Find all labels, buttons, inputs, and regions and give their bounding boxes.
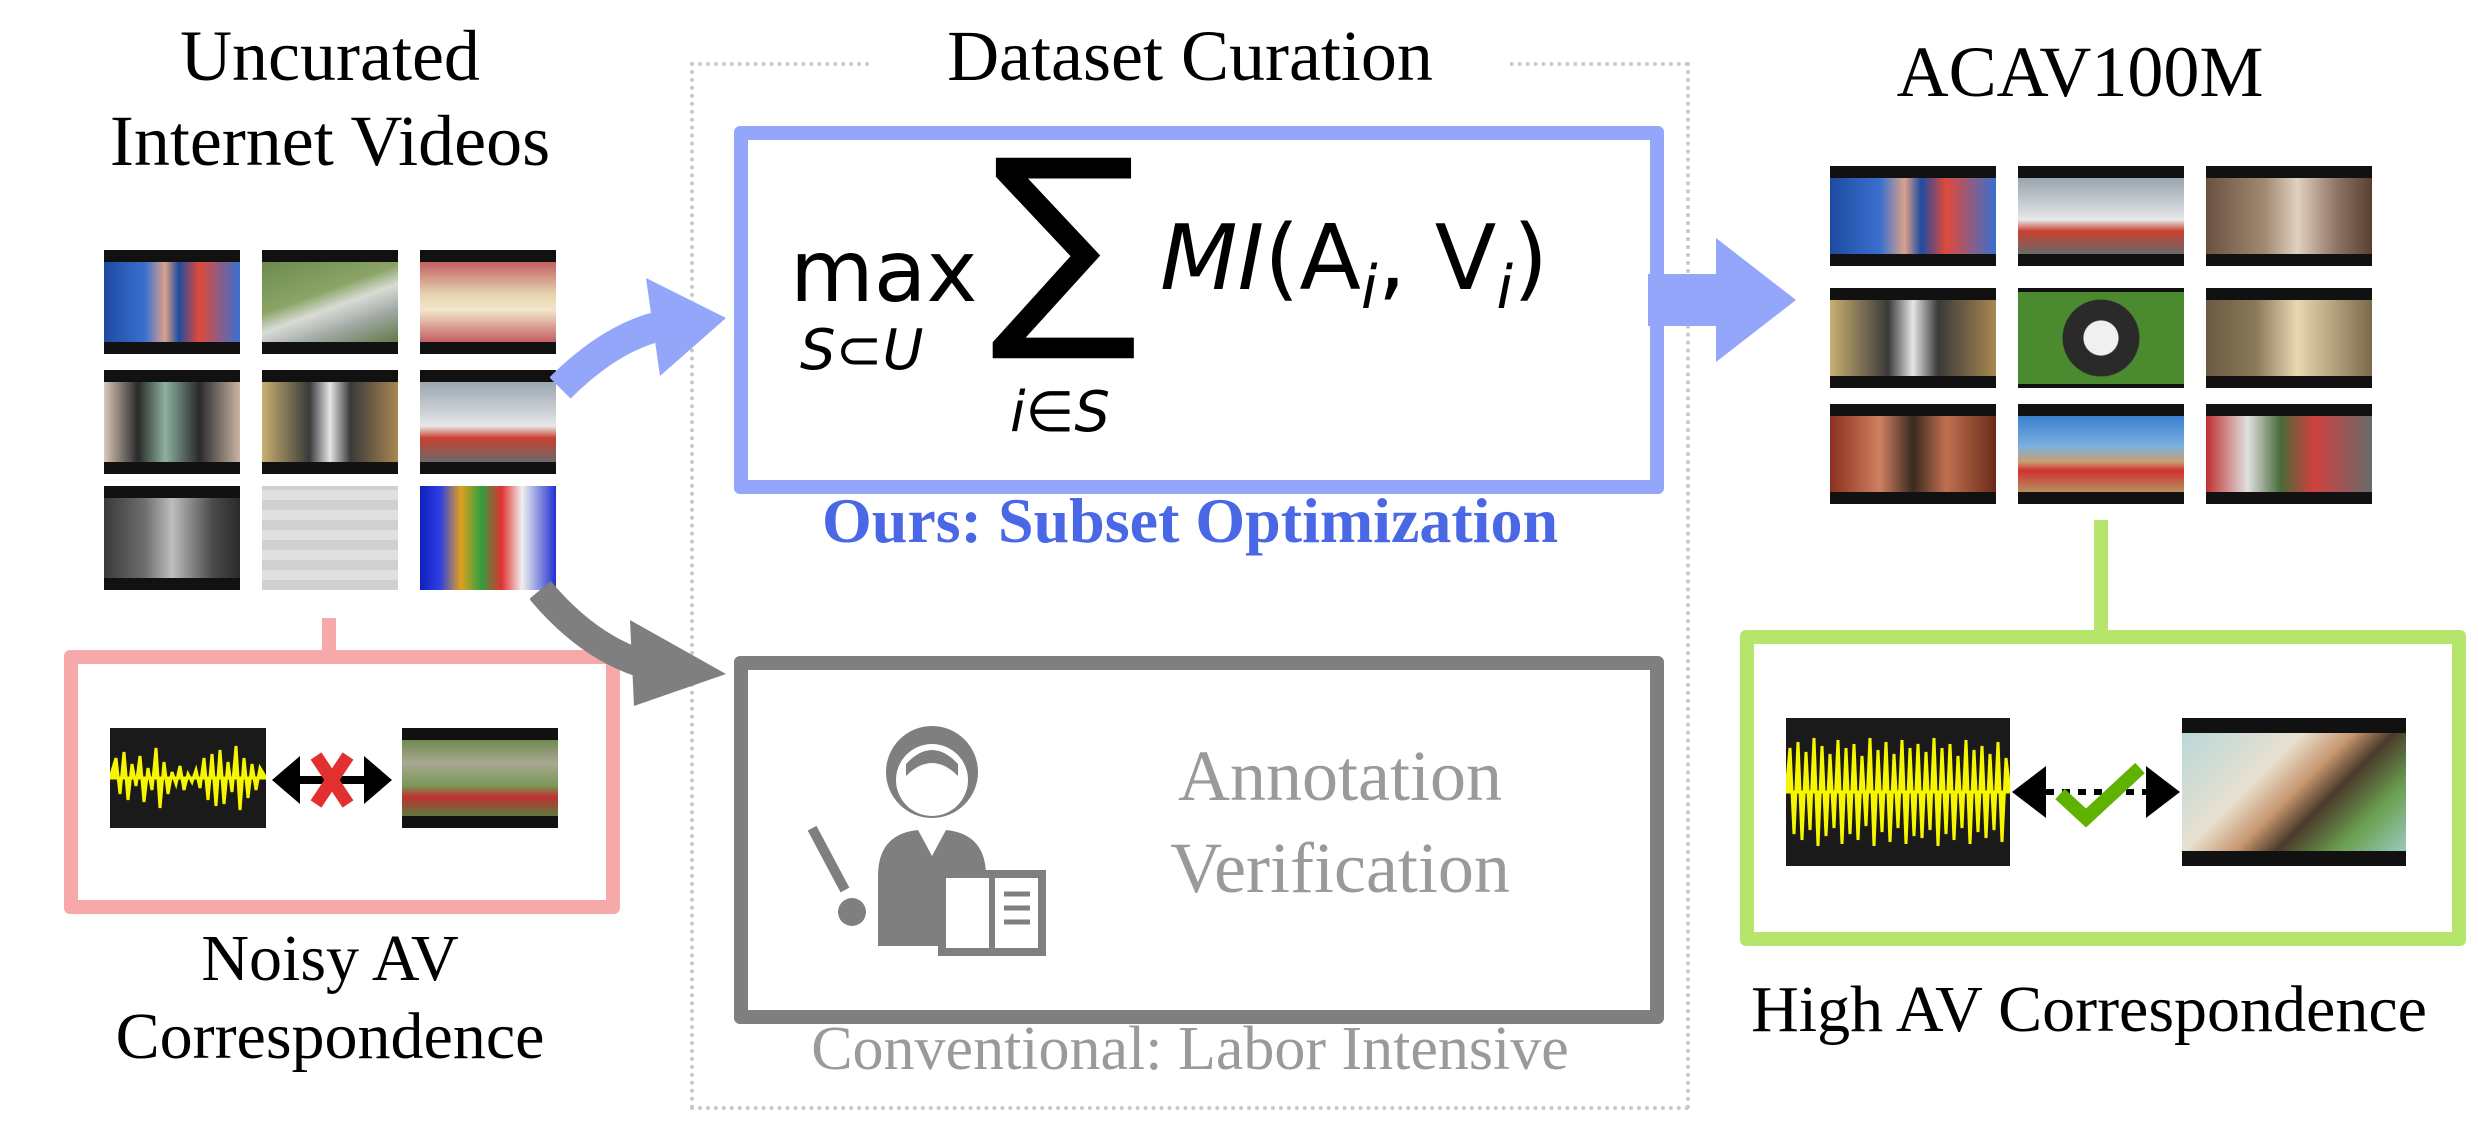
check-icon <box>2055 762 2145 828</box>
left-title: Uncurated Internet Videos <box>40 14 620 184</box>
formula-sum-subscript: i∈S <box>1010 380 1110 445</box>
curated-video-thumbnail <box>1830 166 1996 266</box>
clean-video-frame <box>2182 718 2406 866</box>
noisy-video-frame <box>402 728 558 828</box>
video-thumbnail <box>262 370 398 474</box>
noisy-waveform <box>110 728 266 828</box>
curated-video-thumbnail <box>2018 166 2184 266</box>
formula-body: MI(Ai, Vi) <box>1160 206 1548 323</box>
right-caption: High AV Correspondence <box>1751 973 2427 1046</box>
curated-video-thumbnail <box>2018 404 2184 504</box>
formula-close: ) <box>1513 206 1549 311</box>
annotation-label: Annotation Verification <box>1100 730 1580 914</box>
annotation-line1: Annotation <box>1178 736 1502 816</box>
noisy-callout-connector <box>322 618 336 660</box>
annotation-verification-box <box>734 656 1664 1024</box>
left-caption-line2: Correspondence <box>115 999 545 1073</box>
left-title-line2: Internet Videos <box>109 100 551 181</box>
formula-sub-i2: i <box>1496 253 1514 323</box>
video-thumbnail <box>104 370 240 474</box>
high-av-panel <box>1740 630 2466 946</box>
formula-sum: ∑ <box>990 112 1139 368</box>
curated-video-thumbnail <box>1830 288 1996 388</box>
curated-video-thumbnail <box>1830 404 1996 504</box>
video-thumbnail <box>104 250 240 354</box>
blue-arrow-to-acav <box>1648 238 1796 362</box>
video-thumbnail <box>104 486 240 590</box>
left-title-line1: Uncurated <box>180 16 480 96</box>
gray-arrow-to-annotation <box>530 580 726 706</box>
center-title: Dataset Curation <box>947 16 1433 96</box>
ours-caption: Ours: Subset Optimization <box>821 485 1559 556</box>
left-caption: Noisy AV Correspondence <box>40 920 620 1076</box>
video-thumbnail <box>262 250 398 354</box>
conventional-caption: Conventional: Labor Intensive <box>811 1015 1569 1083</box>
noisy-av-panel <box>64 650 620 914</box>
curated-video-thumbnail <box>2018 288 2184 388</box>
right-title: ACAV100M <box>1896 32 2264 112</box>
formula-open: (A <box>1264 206 1361 311</box>
annotation-line2: Verification <box>1170 828 1510 909</box>
blue-arrow-to-optimization <box>550 278 726 399</box>
video-thumbnail <box>420 370 556 474</box>
curated-video-thumbnail <box>2206 404 2372 504</box>
curated-video-thumbnail <box>2206 166 2372 266</box>
left-caption-line1: Noisy AV <box>201 922 459 995</box>
formula-comma: , V <box>1377 206 1497 311</box>
high-callout-connector <box>2094 520 2108 634</box>
curated-video-thumbnail <box>2206 288 2372 388</box>
formula-mi: MI <box>1160 206 1265 311</box>
formula-sub-i1: i <box>1360 253 1378 323</box>
video-thumbnail <box>262 486 398 590</box>
formula-max: max <box>790 222 978 322</box>
annotator-person-icon <box>808 726 1046 956</box>
cross-icon <box>310 752 354 808</box>
video-thumbnail <box>420 250 556 354</box>
center-title-backdrop <box>870 20 1510 110</box>
video-thumbnail <box>420 486 556 590</box>
clean-waveform <box>1786 718 2010 866</box>
formula-max-subscript: S⊂U <box>800 318 924 383</box>
